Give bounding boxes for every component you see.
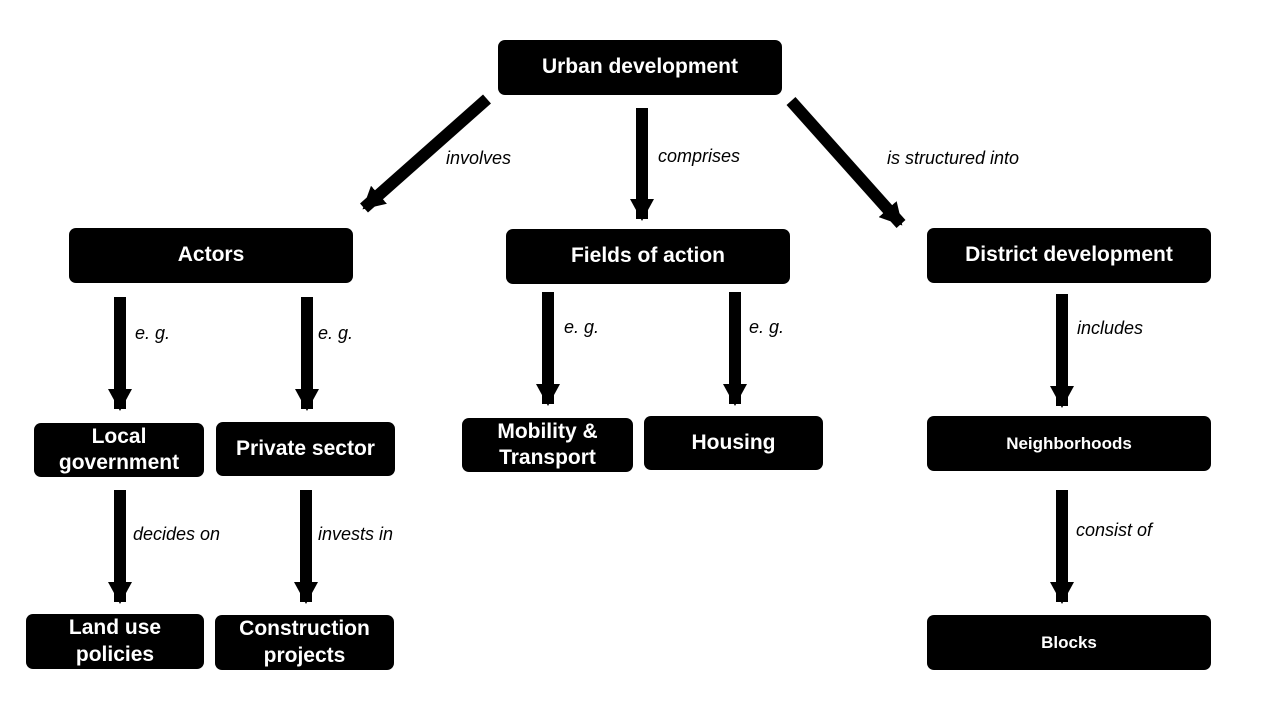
arrow-is-structured-into: [786, 97, 906, 228]
label-invests-in: invests in: [318, 524, 394, 544]
node-private-sector: Private sector: [216, 422, 395, 476]
label-eg-housing: e. g.: [749, 317, 785, 337]
node-mobility-transport: Mobility & Transport: [462, 418, 633, 472]
label-comprises: comprises: [658, 146, 741, 166]
label-consist-of: consist of: [1076, 520, 1153, 540]
label-decides-on: decides on: [133, 524, 221, 544]
label-involves: involves: [446, 148, 512, 168]
node-neighborhoods: Neighborhoods: [927, 416, 1211, 471]
label-eg-local-government: e. g.: [135, 323, 171, 343]
node-blocks: Blocks: [927, 615, 1211, 670]
node-land-use-policies: Land use policies: [26, 614, 204, 669]
node-urban-development: Urban development: [498, 40, 782, 95]
label-eg-private-sector: e. g.: [318, 323, 354, 343]
label-includes: includes: [1077, 318, 1144, 338]
label-eg-mobility: e. g.: [564, 317, 600, 337]
node-construction-projects: Construction projects: [215, 615, 394, 670]
arrow-involves: [360, 94, 491, 213]
node-actors: Actors: [69, 228, 353, 283]
node-local-government: Local government: [34, 423, 204, 477]
label-is-structured-into: is structured into: [887, 148, 1020, 168]
node-fields-of-action: Fields of action: [506, 229, 790, 284]
node-district-development: District development: [927, 228, 1211, 283]
node-housing: Housing: [644, 416, 823, 470]
